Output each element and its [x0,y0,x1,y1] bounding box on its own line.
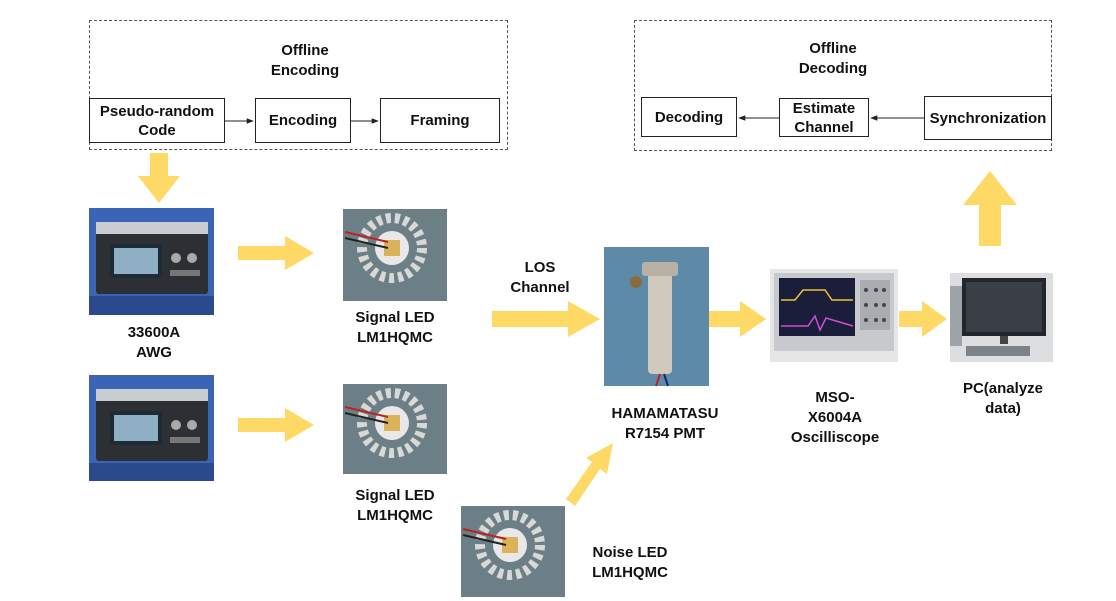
decoding-box: Decoding [641,97,737,137]
arrow-pc-to-decoding [963,171,1017,246]
encoding-box: Encoding [255,98,351,143]
offline-encoding-group [89,20,508,150]
awg-photo-1 [89,208,214,315]
arrow-led-to-pmt [492,301,600,337]
pmt-label: HAMAMATASU R7154 PMT [611,405,719,442]
awg-label: 33600A AWG [127,324,181,361]
arrow-scope-to-pc [899,301,947,337]
pc-photo [950,273,1053,362]
offline-decoding-title: Offline Decoding [798,40,868,77]
arrow-awg2-to-led2 [238,408,314,442]
signal-led-photo-2 [343,384,447,474]
arrow-awg1-to-led1 [238,236,314,270]
offline-decoding-group [634,20,1052,151]
noise-led-label: Noise LED LM1HQMC [592,544,668,581]
noise-led-photo [461,506,565,597]
signal-led-1-label: Signal LED LM1HQMC [355,309,435,346]
synchronization-box: Synchronization [924,96,1052,140]
awg-photo-2 [89,375,214,481]
los-channel-label: LOS Channel [510,259,570,296]
signal-led-2-label: Signal LED LM1HQMC [355,487,435,524]
pc-label: PC(analyze data) [962,380,1044,417]
framing-box: Framing [380,98,500,143]
arrow-pmt-to-scope [709,301,766,337]
arrow-encoding-to-awg [138,153,180,203]
offline-encoding-title: Offline Encoding [270,42,340,79]
yellow-arrows [138,153,1017,506]
arrow-noise-to-pmt [566,443,613,506]
oscilloscope-photo [770,269,898,362]
oscilloscope-label: MSO- X6004A Oscilliscope [790,389,880,446]
estimate-channel-box: Estimate Channel [779,98,869,137]
signal-led-photo-1 [343,209,447,301]
pmt-photo [604,247,709,387]
pseudo-random-code-box: Pseudo-random Code [89,98,225,143]
